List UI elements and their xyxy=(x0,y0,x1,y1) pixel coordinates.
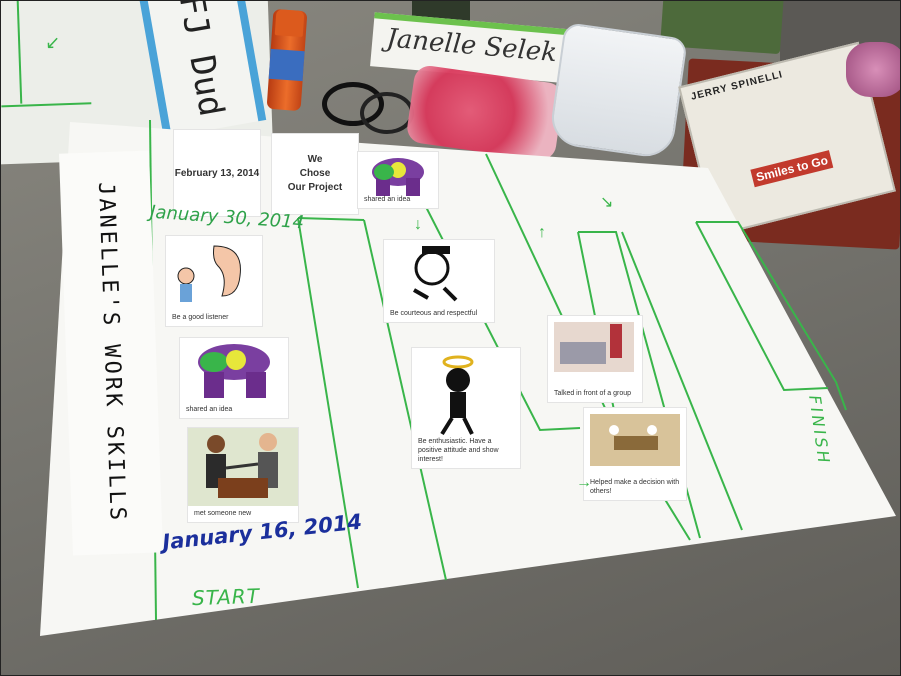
skill-card-listener: Be a good listener xyxy=(166,236,262,326)
project-line: Our Project xyxy=(287,182,343,193)
poster-title: JANELLE'S WORK SKILLS xyxy=(93,182,130,524)
card-caption: shared an idea xyxy=(364,196,411,203)
angel-figure-clipart xyxy=(440,355,474,436)
background-poster-board: ↙ xyxy=(0,0,274,166)
group-clipart xyxy=(554,322,634,372)
card-caption: Be courteous and respectful xyxy=(390,310,478,317)
idea-clipart xyxy=(372,158,424,196)
skill-card-talked-group: Talked in front of a group xyxy=(548,316,642,402)
skill-card-enthusiastic: Be enthusiastic. Have a positive attitud… xyxy=(412,348,520,468)
stick-figure-clipart xyxy=(413,246,458,302)
start-label: START xyxy=(191,583,261,611)
card-caption: met someone new xyxy=(194,510,252,517)
arrow-right-icon: → xyxy=(576,474,592,491)
meeting-clipart xyxy=(590,414,680,466)
skill-card-shared-idea: shared an idea xyxy=(180,338,288,418)
card-caption: Be enthusiastic. Have a positive attitud… xyxy=(418,438,499,463)
date-card: February 13, 2014 xyxy=(174,130,260,216)
arrow-right-icon: ↘ xyxy=(600,194,614,211)
svg-text:↙: ↙ xyxy=(45,32,61,53)
header-date: February 13, 2014 xyxy=(174,167,260,179)
handshake-clipart xyxy=(188,428,298,506)
card-caption: Helped make a decision with others! xyxy=(590,479,680,495)
skill-card-decision: Helped make a decision with others! xyxy=(584,408,686,500)
project-line: Chose xyxy=(299,168,331,179)
skill-card-courteous: Be courteous and respectful xyxy=(384,240,494,322)
card-caption: Be a good listener xyxy=(172,314,229,321)
project-card: We Chose Our Project xyxy=(272,134,358,214)
shared-idea-card-top: shared an idea xyxy=(358,152,438,208)
poster-title-strip: JANELLE'S WORK SKILLS xyxy=(59,150,163,556)
card-caption: Talked in front of a group xyxy=(554,390,632,397)
skill-card-met-someone: met someone new xyxy=(188,428,298,522)
project-line: We xyxy=(307,154,323,165)
arrow-up-icon: ↑ xyxy=(538,224,546,241)
arrow-down-icon: ↓ xyxy=(414,216,422,233)
foil-wrapper xyxy=(846,42,901,97)
card-caption: shared an idea xyxy=(186,406,233,413)
ear-clipart xyxy=(177,245,241,302)
idea-clipart xyxy=(198,344,270,398)
